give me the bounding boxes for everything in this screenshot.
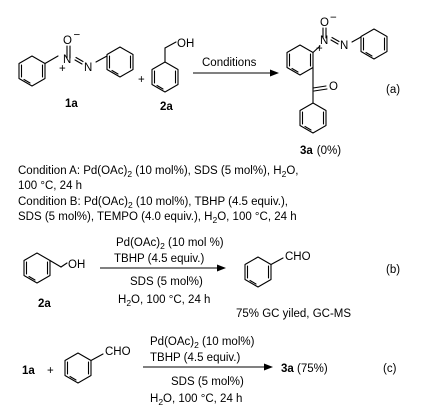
nitrogen-label: N	[84, 62, 92, 74]
condition-b-subscript: 2	[128, 200, 133, 210]
scheme-b-above-line2: TBHP (4.5 equiv.)	[114, 253, 205, 265]
compound-3a-caption: 3a (0%)	[300, 145, 341, 157]
scheme-b-above-line1: Pd(OAc)2 (10 mol %)	[116, 237, 224, 251]
arrowhead-c	[264, 363, 273, 371]
arrowhead-a	[270, 69, 279, 77]
scheme-c-cond-part: Pd(OAc)	[150, 336, 194, 348]
compound-3a-id: 3a	[300, 145, 313, 157]
condition-a-part: (10 mol%), SDS (5 mol%), H	[132, 165, 282, 177]
scheme-c-above-line2: TBHP (4.5 equiv.)	[150, 352, 241, 364]
condition-b-part: SDS (5 mol%), TEMPO (4.0 equiv.), H	[18, 211, 212, 223]
scheme-b-cond-subscript: 2	[126, 298, 131, 308]
product-nitrogen-plus-charge: +	[316, 43, 323, 55]
condition-a-part: O,	[286, 165, 298, 177]
scheme-c-above-line1: Pd(OAc)2 (10 mol%)	[150, 336, 255, 350]
scheme-b-below-line2: H2O, 100 °C, 24 h	[118, 294, 210, 308]
oxide-o-label: O	[63, 35, 72, 47]
scheme-c-cond-part: H	[150, 393, 158, 405]
scheme-c-below-line2: H2O, 100 °C, 24 h	[150, 393, 242, 407]
scheme-c: 1a + CHO Pd(OAc)2 (10 mol%) TBHP (4.5 eq…	[22, 336, 397, 407]
scheme-c-plus: +	[47, 365, 54, 377]
scheme-b-result: 75% GC yiled, GC-MS	[236, 308, 351, 320]
hydroxyl-label: OH	[177, 38, 194, 50]
product-oxide-minus: −	[330, 12, 337, 24]
nitrogen-plus-label: N	[63, 54, 71, 66]
arrow-conditions-label: Conditions	[202, 57, 257, 69]
condition-a-line1: Condition A: Pd(OAc)2 (10 mol%), SDS (5 …	[18, 165, 298, 179]
scheme-b-cond-part: H	[118, 294, 126, 306]
compound-2a-label: 2a	[160, 101, 173, 113]
scheme-c-benzaldehyde-structure	[64, 352, 104, 384]
scheme-b-cond-subscript: 2	[160, 241, 165, 251]
condition-b-part: (10 mol%), TBHP (4.5 equiv.),	[133, 196, 288, 208]
scheme-b-reactant-structure	[23, 252, 68, 284]
scheme-b-tag: (b)	[386, 264, 400, 276]
scheme-c-cond-part: (10 mol%)	[199, 336, 255, 348]
carbonyl-o-label: O	[329, 81, 338, 93]
scheme-b-product-structure	[244, 256, 284, 288]
condition-a-subscript: 2	[282, 169, 287, 179]
compound-3a-yield: (0%)	[317, 145, 341, 157]
scheme-c-tag: (c)	[383, 363, 397, 375]
scheme-b-below-line1: SDS (5 mol%)	[130, 276, 203, 288]
scheme-b-cond-part: Pd(OAc)	[116, 237, 160, 249]
scheme-c-cond-part: O, 100 °C, 24 h	[163, 393, 242, 405]
compound-2a-structure	[151, 41, 179, 93]
scheme-b-aldehyde-label: CHO	[285, 251, 311, 263]
product-nitrogen-label: N	[340, 40, 348, 52]
scheme-b-hydroxyl-label: OH	[68, 259, 85, 271]
scheme-c-below-line1: SDS (5 mol%)	[171, 376, 244, 388]
scheme-c-aldehyde-label: CHO	[105, 346, 131, 358]
plus-sign: +	[138, 74, 145, 86]
compound-3a-structure	[286, 27, 388, 134]
condition-b-line1: Condition B: Pd(OAc)2 (10 mol%), TBHP (4…	[18, 196, 288, 210]
scheme-c-product: 3a (75%)	[281, 363, 328, 375]
scheme-c-product-yield: (75%)	[294, 363, 328, 375]
scheme-a: O − N + N 1a + OH 2a Conditions	[18, 12, 400, 225]
scheme-c-reactant-label: 1a	[22, 365, 35, 377]
scheme-c-cond-subscript: 2	[194, 340, 199, 350]
nitrogen-plus-charge: +	[59, 63, 66, 75]
product-nitrogen-plus-label: N	[320, 35, 328, 47]
condition-b-part: O, 100 °C, 24 h	[217, 211, 296, 223]
scheme-b-cond-part: (10 mol %)	[165, 237, 224, 249]
condition-a-subscript: 2	[127, 169, 132, 179]
scheme-c-product-id: 3a	[281, 363, 294, 375]
compound-1a-structure	[18, 45, 134, 87]
condition-a-line2: 100 °C, 24 h	[18, 180, 82, 192]
arrowhead-b	[217, 264, 226, 272]
product-oxide-o-label: O	[320, 17, 329, 29]
scheme-b-cond-part: O, 100 °C, 24 h	[131, 294, 210, 306]
scheme-a-tag: (a)	[386, 84, 400, 96]
condition-a-part: Condition A: Pd(OAc)	[18, 165, 127, 177]
condition-b-line2: SDS (5 mol%), TEMPO (4.0 equiv.), H2O, 1…	[18, 211, 297, 225]
oxide-minus-charge: −	[74, 30, 81, 42]
compound-1a-label: 1a	[65, 98, 78, 110]
scheme-b: OH 2a Pd(OAc)2 (10 mol %) TBHP (4.5 equi…	[23, 237, 400, 320]
condition-b-part: Condition B: Pd(OAc)	[18, 196, 128, 208]
condition-b-subscript: 2	[212, 215, 217, 225]
scheme-c-cond-subscript: 2	[158, 397, 163, 407]
scheme-b-reactant-label: 2a	[38, 298, 51, 310]
